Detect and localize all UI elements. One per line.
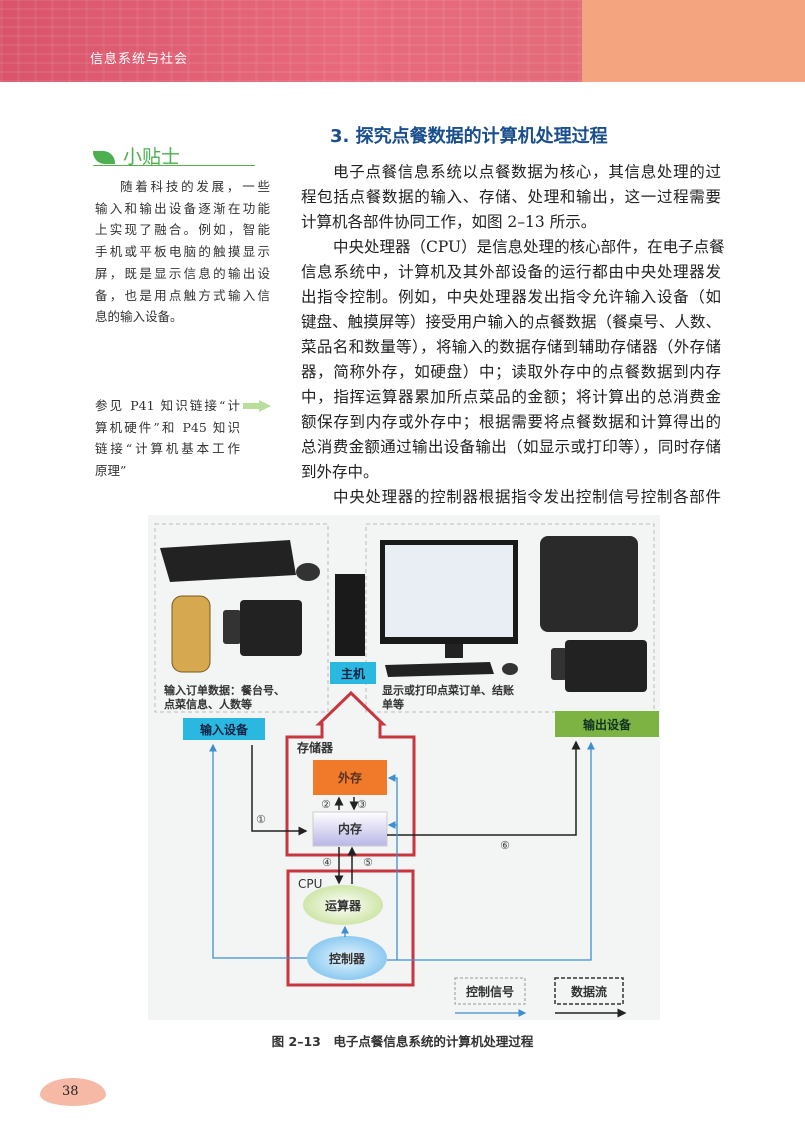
tip-line: 随着科技的发展，一些 xyxy=(120,179,270,194)
storage-box xyxy=(285,690,416,857)
output-device-box xyxy=(555,711,659,737)
body-line: 信息系统中，计算机及其外部设备的运行都由中央处理器发 xyxy=(301,263,721,281)
tablet-icon xyxy=(565,640,647,692)
host-label: 主机 xyxy=(341,666,365,681)
keyboard-icon xyxy=(385,662,494,677)
printer-icon xyxy=(540,536,638,632)
svg-text:①: ① xyxy=(256,813,266,826)
tablet-icon xyxy=(240,600,302,656)
tip-line: 屏，既是显示信息的输出设 xyxy=(95,265,270,281)
svg-text:外存: 外存 xyxy=(338,770,362,785)
svg-text:⑥: ⑥ xyxy=(500,839,510,852)
host-tower-icon xyxy=(335,574,365,656)
svg-text:显示或打印点菜订单、结账单等: 显示或打印点菜订单、结账单等 xyxy=(382,683,514,711)
legend-data-flow xyxy=(554,977,624,1005)
svg-text:运算器: 运算器 xyxy=(325,898,362,913)
tip-text: 随着科技的发展，一些 输入和输出设备逐渐在功能 上实现了融合。例如，智能 手机或… xyxy=(95,176,270,328)
svg-text:②: ② xyxy=(321,798,331,811)
note-line: 参见 P41 知识链接“计 xyxy=(95,398,240,413)
section-body: 电子点餐信息系统以点餐数据为核心，其信息处理的过 程包括点餐数据的输入、存储、处… xyxy=(301,160,725,510)
phone-icon xyxy=(171,595,211,673)
svg-text:控制器: 控制器 xyxy=(329,951,366,966)
tip-line: 上实现了融合。例如，智能 xyxy=(95,222,270,238)
arrow-right-icon xyxy=(243,400,271,412)
note-line: 算机硬件”和 P45 知识 xyxy=(95,419,240,435)
body-line: 电子点餐信息系统以点餐数据为核心，其信息处理的过 xyxy=(333,163,721,181)
output-zone xyxy=(365,523,655,713)
body-line: 器，简称外存，如硬盘）中；读取外存中的点餐数据到内存 xyxy=(301,363,721,381)
mouse-icon xyxy=(502,663,518,675)
svg-text:控制信号: 控制信号 xyxy=(466,984,514,999)
svg-text:数据流: 数据流 xyxy=(571,984,607,999)
body-line: 中，指挥运算器累加所点菜品的金额；将计算出的总消费金 xyxy=(301,388,721,406)
alu-ellipse xyxy=(303,885,383,925)
body-line: 计算机各部件协同工作，如图 2–13 所示。 xyxy=(301,213,597,231)
note-line: 链接“计算机基本工作 xyxy=(95,441,240,457)
link-note: 参见 P41 知识链接“计 算机硬件”和 P45 知识 链接“计算机基本工作 原… xyxy=(95,395,240,482)
cpu-box xyxy=(286,869,415,987)
section-title: 3. 探究点餐数据的计算机处理过程 xyxy=(330,126,608,147)
external-storage-box xyxy=(313,760,387,795)
svg-text:③: ③ xyxy=(357,798,367,811)
body-line: 中央处理器的控制器根据指令发出控制信号控制各部件 xyxy=(333,488,721,506)
keyboard-icon xyxy=(160,540,296,582)
tip-heading: 小贴士 xyxy=(93,142,255,168)
body-line: 菜品名和数量等），将输入的数据存储到辅助存储器（外存储 xyxy=(301,338,721,356)
body-line: 额保存到内存或外存中；根据需要将点餐数据和计算得出的 xyxy=(301,413,721,431)
figure-caption: 图 2–13 电子点餐信息系统的计算机处理过程 xyxy=(271,1034,534,1049)
legend-control-signal xyxy=(454,977,526,1005)
smartphone-icon xyxy=(223,610,241,644)
header-band xyxy=(0,0,582,82)
svg-text:⑤: ⑤ xyxy=(363,856,373,869)
body-line: 到外存中。 xyxy=(301,463,379,481)
body-line: 键盘、触摸屏等）接受用户输入的点餐数据（餐桌号、人数、 xyxy=(301,313,721,331)
note-line: 原理” xyxy=(95,463,127,479)
svg-text:CPU: CPU xyxy=(298,877,322,891)
body-line: 程包括点餐数据的输入、存储、处理和输出，这一过程需要 xyxy=(301,188,721,206)
tip-line: 息的输入设备。 xyxy=(95,309,183,325)
input-zone xyxy=(154,523,329,713)
body-line: 出指令控制。例如，中央处理器发出指令允许输入设备（如 xyxy=(301,288,721,306)
input-device-box xyxy=(183,718,265,740)
tip-title: 小贴士 xyxy=(123,146,181,168)
host-box xyxy=(330,662,376,684)
tip-line: 备，也是用点触方式输入信 xyxy=(95,287,270,303)
tip-line: 手机或平板电脑的触摸显示 xyxy=(95,244,270,260)
svg-text:④: ④ xyxy=(322,856,332,869)
page-number-badge: 38 xyxy=(40,1078,106,1106)
page-number: 38 xyxy=(62,1084,79,1099)
smartphone-icon xyxy=(551,648,567,680)
mouse-icon xyxy=(296,563,320,581)
figure-2-13: 输入订单数据：餐台号、点菜信息、人数等 显示或打印点菜订单、结账单等 输入设备 … xyxy=(148,515,660,1020)
chapter-title: 信息系统与社会 xyxy=(90,52,189,67)
input-device-label: 输入设备 xyxy=(200,722,249,737)
body-line: 中央处理器（CPU）是信息处理的核心部件，在电子点餐 xyxy=(333,238,725,256)
leaf-icon xyxy=(93,151,115,164)
output-device-label: 输出设备 xyxy=(583,717,632,732)
body-line: 总消费金额通过输出设备输出（如显示或打印等），同时存储 xyxy=(301,438,721,456)
svg-text:内存: 内存 xyxy=(338,821,362,836)
controller-ellipse xyxy=(307,936,387,980)
svg-text:输入订单数据：餐台号、点菜信息、人数等: 输入订单数据：餐台号、点菜信息、人数等 xyxy=(164,683,285,711)
memory-box xyxy=(312,811,388,847)
tip-line: 输入和输出设备逐渐在功能 xyxy=(95,200,270,216)
header-accent xyxy=(582,0,805,82)
svg-text:存储器: 存储器 xyxy=(296,740,334,755)
